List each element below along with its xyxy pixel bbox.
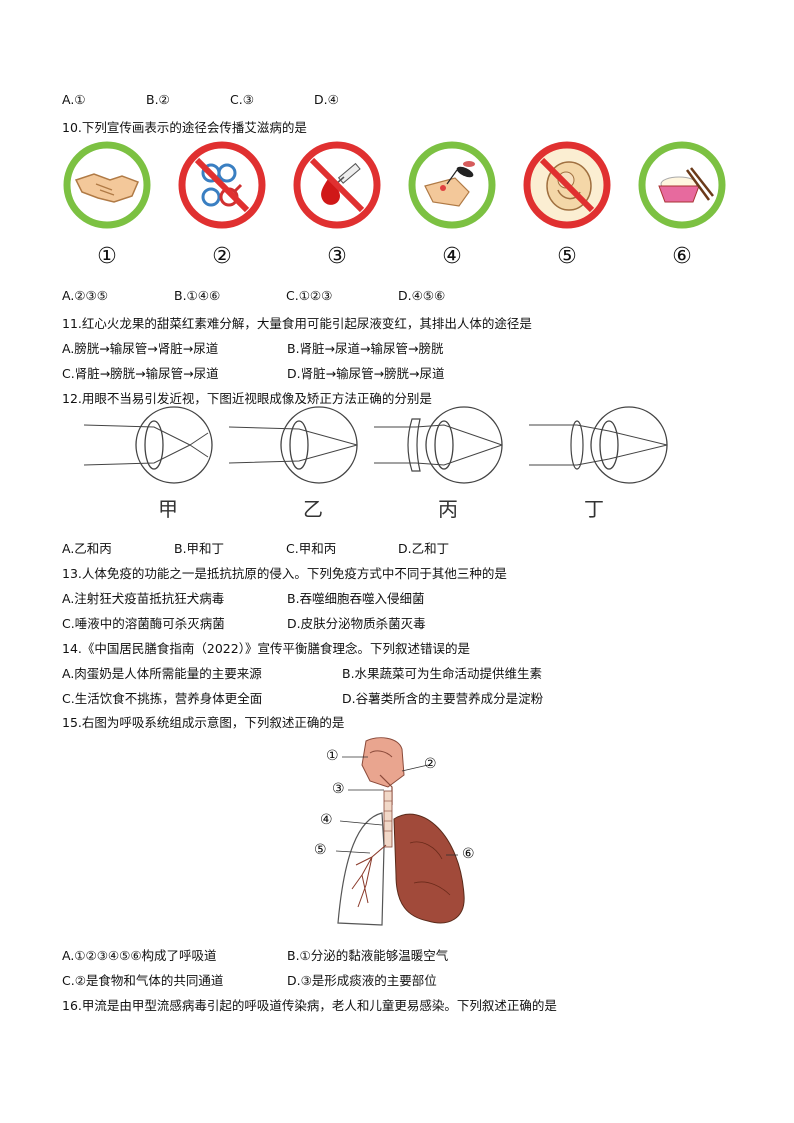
q12-stem: 12.用眼不当易引发近视，下图近视眼成像及矫正方法正确的分别是 (62, 391, 432, 406)
q11-option-a: A.膀胱→输尿管→肾脏→尿道 (62, 341, 219, 356)
q12-option-c: C.甲和丙 (286, 541, 337, 556)
eye-diagram-bing (374, 406, 503, 484)
callout-2: ② (424, 756, 437, 772)
q10-stem: 10.下列宣传画表示的途径会传播艾滋病的是 (62, 120, 307, 135)
q9-option-c: C.③ (230, 92, 254, 107)
sex-symbols-icon (178, 141, 266, 229)
q13-option-c: C.唾液中的溶菌酶可杀灭病菌 (62, 616, 225, 631)
q13-option-a: A.注射狂犬疫苗抵抗狂犬病毒 (62, 591, 225, 606)
q10-option-d: D.④⑤⑥ (398, 288, 446, 303)
q10-option-b: B.①④⑥ (174, 288, 221, 303)
q15-stem: 15.右图为呼吸系统组成示意图，下列叙述正确的是 (62, 715, 345, 730)
q10-picture-num-6: ⑥ (672, 244, 692, 269)
q12-option-b: B.甲和丁 (174, 541, 225, 556)
q9-options: A.① B.② C.③ D.④ (62, 92, 339, 107)
mosquito-icon (408, 141, 496, 229)
syringe-blood-icon (293, 141, 381, 229)
eye-label-jia: 甲 (158, 497, 178, 521)
q12-option-d: D.乙和丁 (398, 541, 450, 556)
q9-option-d: D.④ (314, 92, 339, 107)
q11-option-c: C.肾脏→膀胱→输尿管→尿道 (62, 366, 219, 381)
q10-picture-4 (407, 140, 501, 270)
respiratory-system-diagram: ① ② ③ ④ ⑤ ⑥ (314, 735, 498, 931)
q10-pictures: ① ② ③ ④ ⑤ ⑥ (62, 140, 732, 280)
eye-diagram-ding (529, 406, 668, 484)
q9-option-a: A.① (62, 92, 86, 107)
handshake-icon (63, 141, 151, 229)
q13-stem: 13.人体免疫的功能之一是抵抗抗原的侵入。下列免疫方式中不同于其他三种的是 (62, 566, 507, 581)
q12-option-a: A.乙和丙 (62, 541, 112, 556)
eye-label-bing: 丙 (438, 497, 458, 521)
q10-picture-num-4: ④ (442, 244, 462, 269)
q11-option-b: B.肾脏→尿道→输尿管→膀胱 (287, 341, 444, 356)
q14-option-d: D.谷薯类所含的主要营养成分是淀粉 (342, 691, 544, 706)
q10-picture-2 (177, 140, 271, 270)
q10-options: A.②③⑤ B.①④⑥ C.①②③ D.④⑤⑥ (62, 288, 445, 303)
q10-picture-3 (292, 140, 386, 270)
mother-baby-icon (523, 141, 611, 229)
rice-bowl-icon (638, 141, 726, 229)
q10-picture-5 (522, 140, 616, 270)
callout-1: ① (326, 748, 339, 764)
respiratory-system-illustration (335, 737, 465, 926)
eye-diagram-jia (83, 406, 213, 484)
q15-option-b: B.①分泌的黏液能够温暖空气 (287, 948, 449, 963)
q10-option-c: C.①②③ (286, 288, 333, 303)
eye-diagram-yi (228, 406, 358, 484)
q11-stem: 11.红心火龙果的甜菜红素难分解，大量食用可能引起尿液变红，其排出人体的途径是 (62, 316, 532, 331)
q14-option-c: C.生活饮食不挑拣，营养身体更全面 (62, 691, 263, 706)
q9-option-b: B.② (146, 92, 170, 107)
q10-picture-num-2: ② (212, 244, 232, 269)
q15-option-d: D.③是形成痰液的主要部位 (287, 973, 437, 988)
q14-stem: 14.《中国居民膳食指南（2022）》宣传平衡膳食理念。下列叙述错误的是 (62, 641, 470, 656)
q10-picture-num-1: ① (97, 244, 117, 269)
q10-picture-6 (637, 140, 731, 270)
q10-picture-1 (62, 140, 156, 270)
q12-eye-diagrams: 甲 乙 丙 丁 (72, 405, 692, 525)
q12-options: A.乙和丙 B.甲和丁 C.甲和丙 D.乙和丁 (62, 538, 449, 557)
q16-stem: 16.甲流是由甲型流感病毒引起的呼吸道传染病，老人和儿童更易感染。下列叙述正确的… (62, 998, 557, 1013)
q14-option-a: A.肉蛋奶是人体所需能量的主要来源 (62, 666, 262, 681)
callout-3: ③ (332, 781, 345, 797)
callout-5: ⑤ (314, 842, 327, 858)
q15-option-c: C.②是食物和气体的共同通道 (62, 973, 224, 988)
q14-option-b: B.水果蔬菜可为生命活动提供维生素 (342, 666, 543, 681)
q10-picture-num-3: ③ (327, 244, 347, 269)
callout-4: ④ (320, 812, 333, 828)
q10-picture-num-5: ⑤ (557, 244, 577, 269)
eye-label-ding: 丁 (584, 497, 604, 521)
q13-option-d: D.皮肤分泌物质杀菌灭毒 (287, 616, 426, 631)
eye-label-yi: 乙 (303, 497, 323, 521)
q15-option-a: A.①②③④⑤⑥构成了呼吸道 (62, 948, 217, 963)
q10-option-a: A.②③⑤ (62, 288, 108, 303)
callout-6: ⑥ (462, 846, 475, 862)
q11-option-d: D.肾脏→输尿管→膀胱→尿道 (287, 366, 445, 381)
q13-option-b: B.吞噬细胞吞噬入侵细菌 (287, 591, 425, 606)
